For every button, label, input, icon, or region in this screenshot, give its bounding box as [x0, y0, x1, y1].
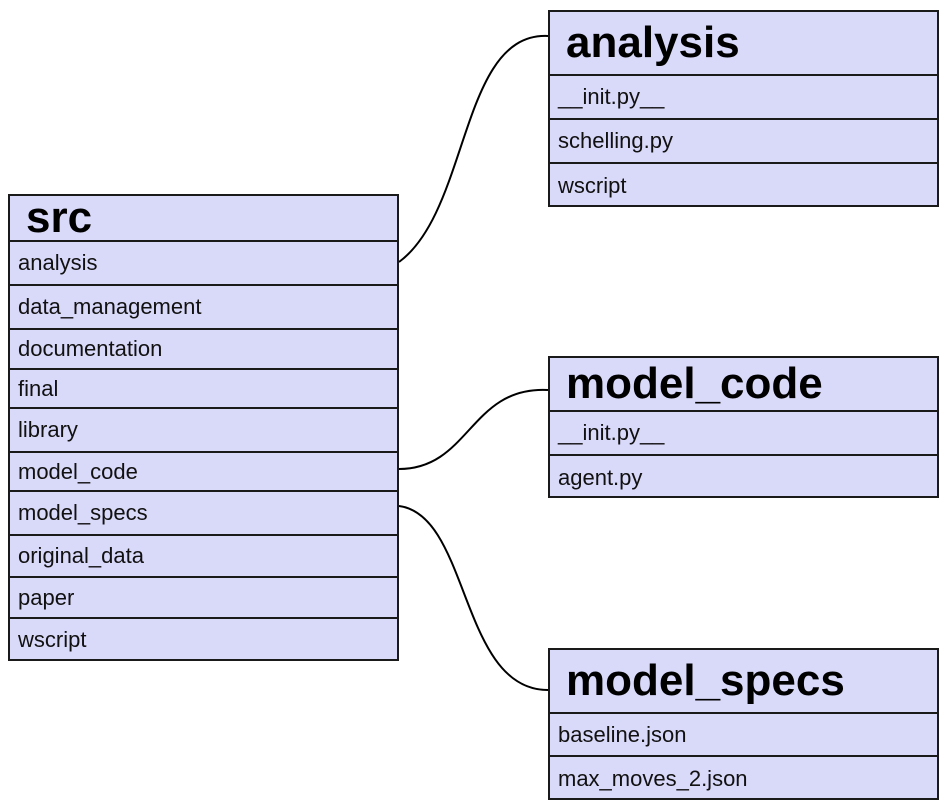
src-row-original-data: original_data: [10, 536, 397, 578]
analysis-row-wscript: wscript: [558, 173, 627, 198]
model-code-table-title: model_code: [550, 358, 937, 412]
src-row-final: final: [10, 370, 397, 409]
src-row-model-code: model_code: [10, 453, 397, 492]
src-row-data-management: data_management: [10, 286, 397, 330]
analysis-row-init: __init.py__: [550, 76, 937, 120]
model-specs-table-title: model_specs: [550, 650, 937, 714]
model-specs-table: model_specs baseline.json max_moves_2.js…: [548, 648, 939, 800]
model-specs-row-max-moves: max_moves_2.json: [558, 765, 748, 791]
analysis-table-title: analysis: [550, 12, 937, 76]
src-row-wscript: wscript: [18, 626, 87, 652]
src-table: src analysis data_management documentati…: [8, 193, 399, 661]
src-table-title: src: [10, 193, 397, 242]
edge-src-analysis-to-analysis: [398, 34, 549, 263]
edge-src-model-code-to-model-code: [398, 388, 549, 470]
src-row-model-specs: model_specs: [10, 492, 397, 536]
src-row-analysis: analysis: [10, 242, 397, 286]
model-code-row-agent: agent.py: [558, 465, 643, 490]
analysis-table: analysis __init.py__ schelling.py wscrip…: [548, 10, 939, 207]
model-code-row-init: __init.py__: [550, 412, 937, 456]
model-specs-row-baseline: baseline.json: [550, 714, 937, 757]
analysis-row-schelling: schelling.py: [550, 120, 937, 164]
model-code-table: model_code __init.py__ agent.py: [548, 356, 939, 498]
src-row-library: library: [10, 409, 397, 453]
src-row-documentation: documentation: [10, 330, 397, 370]
edge-src-model-specs-to-model-specs: [398, 505, 549, 691]
src-row-paper: paper: [10, 578, 397, 619]
